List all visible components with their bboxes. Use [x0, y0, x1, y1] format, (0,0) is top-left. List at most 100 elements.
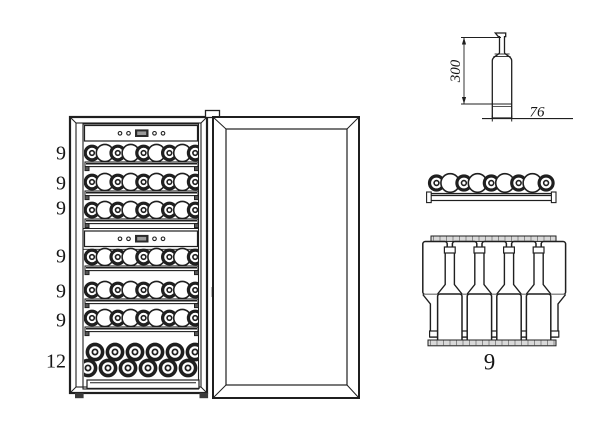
dimension-arrow-icon [461, 37, 467, 45]
height-dimension-label: 300 [448, 59, 464, 83]
bottle-punt-icon [104, 364, 112, 372]
door-open-view [211, 116, 360, 399]
dimension-arrow-icon [461, 97, 467, 104]
shelf-bar-ticks [430, 236, 555, 346]
bottle-punt-icon [114, 253, 121, 261]
bottle-punt-icon [140, 178, 147, 186]
bottle-body-top-view [466, 293, 493, 345]
bottle-punt-icon [488, 179, 495, 187]
shelf-bracket [194, 195, 198, 201]
control-button [117, 236, 123, 242]
bottle-punt-icon [192, 178, 198, 186]
bottle-punt-icon [191, 348, 198, 356]
bottle-punt-icon [151, 348, 159, 356]
bottle-rows [84, 143, 198, 378]
bottle-punt-icon [114, 286, 121, 294]
bottle-punt-icon [166, 178, 173, 186]
bottle-punt-icon [131, 348, 139, 356]
control-button [160, 236, 166, 242]
bottle-body-top-view [496, 293, 522, 345]
control-panel-upper [83, 124, 199, 142]
bottle-punt-icon [140, 206, 147, 214]
frame-mitre-line [69, 386, 77, 394]
bottle-punt-icon [88, 253, 96, 261]
shelf-bracket [84, 195, 90, 201]
display-digits [137, 131, 147, 135]
control-button [126, 236, 131, 242]
bottle-punt-icon [192, 253, 198, 261]
frame-mitre-line [200, 386, 208, 394]
bottle-punt-icon [140, 286, 147, 294]
bottle-punt-icon [88, 178, 96, 186]
bottle-punt-icon [433, 179, 440, 187]
control-button [117, 130, 123, 136]
bottle-punt-icon [88, 286, 96, 294]
bottle-punt-icon [166, 314, 173, 322]
bottle-punt-icon [166, 286, 173, 294]
bottle-cap-icon [503, 246, 516, 254]
wine-bottle-outline [491, 32, 513, 119]
frame-mitre-line [69, 116, 77, 124]
row-capacity-label: 9 [56, 310, 66, 332]
bottle-punt-icon [140, 314, 147, 322]
bottle-punt-icon [460, 179, 468, 187]
bottle-punt-icon [144, 364, 152, 372]
bottle-punt-icon [192, 286, 198, 294]
cabinet-foot-icon [75, 392, 84, 399]
shelf-rail [428, 192, 554, 202]
row-capacity-label: 9 [56, 198, 66, 220]
row-capacity-label: 9 [56, 173, 66, 195]
shelf-front-view [426, 172, 557, 204]
control-panel-lower [83, 228, 199, 250]
shelf-top-view: 9 [422, 235, 567, 375]
shelf-end-cap [550, 191, 557, 204]
bottle-cap-icon [532, 246, 545, 254]
shelf-bracket [194, 303, 198, 309]
door-mitre-line [212, 116, 227, 130]
shelf-front-bar [427, 339, 557, 347]
bottle-punt-icon [184, 364, 192, 372]
shelf-bracket [84, 270, 90, 276]
bottle-height-diagram: 300 76 [448, 32, 573, 122]
bottle-punt-icon [124, 364, 132, 372]
bottle-punt-icon [88, 206, 96, 214]
cabinet-foot-icon [199, 392, 209, 399]
bottom-rail-face [86, 379, 200, 389]
shelf-front-bottles [427, 172, 555, 194]
shelf-bracket [84, 303, 90, 309]
bottle-cap-icon [473, 246, 486, 254]
bottle-punt-icon [192, 206, 198, 214]
shelf-bracket [194, 166, 198, 172]
row-capacity-label: 9 [56, 281, 66, 303]
shelf-bracket [84, 331, 90, 337]
bottle-punt-icon [84, 364, 92, 372]
bottle-punt-icon [88, 149, 96, 157]
bottle-punt-icon [111, 348, 119, 356]
row-capacity-label: 9 [56, 143, 66, 165]
shelf-bracket [194, 270, 198, 276]
door-mitre-line [346, 384, 360, 399]
bottle-punt-icon [91, 348, 99, 356]
bottle-punt-icon [164, 364, 172, 372]
bottle-punt-icon [114, 178, 121, 186]
display-digits [137, 236, 147, 241]
cabinet-front-view [68, 109, 221, 399]
control-button [152, 236, 157, 242]
door-mitre-line [346, 116, 360, 130]
shelf-bracket [84, 223, 90, 229]
bottle-punt-icon [542, 179, 550, 187]
shelf-bracket [194, 331, 198, 337]
control-button [160, 130, 166, 136]
bottle-punt-icon [88, 314, 96, 322]
row-capacity-label: 12 [46, 351, 66, 373]
door-mitre-line [212, 384, 227, 399]
control-button [126, 130, 131, 136]
bottle-punt-icon [166, 149, 173, 157]
bottle-punt-icon [140, 149, 147, 157]
control-button [152, 130, 157, 136]
bottle-punt-icon [114, 314, 121, 322]
shelf-bracket [194, 223, 198, 229]
bottle-punt-icon [515, 179, 522, 187]
